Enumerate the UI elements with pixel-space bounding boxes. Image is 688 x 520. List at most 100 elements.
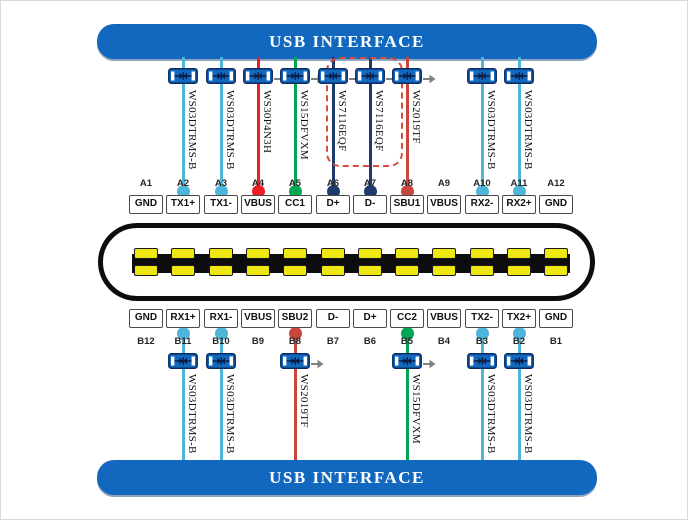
connector-pin-top-4 (246, 248, 270, 259)
connector-pin-top-6 (321, 248, 345, 259)
connector-pin-top-11 (507, 248, 531, 259)
component-label-A2: WS03DTRMS-B (186, 90, 198, 170)
pin-number-A8: A8 (400, 178, 414, 189)
pin-signal-box-B10: RX1- (204, 309, 238, 328)
highlight-box-ws7116eqf (326, 57, 403, 167)
connector-pin-top-5 (283, 248, 307, 259)
signal-direction-arrow-icon-B8 (311, 356, 324, 369)
pin-dot-A7 (363, 184, 377, 198)
connection-line-B2 (517, 333, 521, 462)
esd-component-icon-B2 (504, 353, 534, 369)
esd-component-icon-B3 (467, 353, 497, 369)
pin-dot-A6 (326, 184, 340, 198)
pin-signal-box-A4: VBUS (241, 195, 275, 214)
banner-title-bottom: USB INTERFACE (269, 467, 425, 487)
connector-pin-top-7 (358, 248, 382, 259)
component-label-A7: WS7116EQF (373, 90, 385, 152)
connection-line-A3 (219, 57, 223, 191)
connector-pin-top-9 (432, 248, 456, 259)
pin-number-A2: A2 (176, 178, 190, 189)
connector-pin-bottom-6 (321, 265, 345, 276)
connection-line-B10 (219, 333, 223, 462)
pin-number-A1: A1 (139, 178, 153, 189)
pin-number-A6: A6 (326, 178, 340, 189)
pin-signal-box-A3: TX1- (204, 195, 238, 214)
pin-number-A12: A12 (547, 178, 565, 189)
component-label-A10: WS03DTRMS-B (485, 90, 497, 170)
pin-signal-box-A8: SBU1 (390, 195, 424, 214)
connector-pin-top-12 (544, 248, 568, 259)
connection-line-A8 (405, 57, 409, 191)
connector-pin-bottom-4 (246, 265, 270, 276)
pin-number-B6: B6 (363, 336, 377, 347)
esd-component-icon-B11 (168, 353, 198, 369)
pin-number-B3: B3 (475, 336, 489, 347)
pin-dot-A10 (475, 184, 489, 198)
esd-component-icon-A6 (318, 68, 348, 84)
pin-dot-A5 (288, 184, 302, 198)
pin-signal-box-B6: D+ (353, 309, 387, 328)
pin-signal-box-B9: VBUS (241, 309, 275, 328)
connector-pin-top-10 (470, 248, 494, 259)
connection-line-A5 (293, 57, 297, 191)
esd-component-icon-A3 (206, 68, 236, 84)
pin-signal-box-B7: D- (316, 309, 350, 328)
connection-line-B5 (405, 333, 409, 462)
component-label-A4: WS30P4N3H (261, 90, 273, 154)
pin-dot-A8 (400, 184, 414, 198)
connection-line-A6 (331, 57, 335, 191)
pin-number-B4: B4 (437, 336, 451, 347)
pin-signal-box-B1: GND (539, 309, 573, 328)
connector-pin-bottom-1 (134, 265, 158, 276)
connection-line-B11 (181, 333, 185, 462)
component-label-B8: WS2019TF (298, 374, 310, 428)
component-label-A3: WS03DTRMS-B (224, 90, 236, 170)
connector-pin-bottom-2 (171, 265, 195, 276)
connection-line-B8 (293, 333, 297, 462)
pin-dot-B2 (512, 326, 526, 340)
pin-number-A5: A5 (288, 178, 302, 189)
esd-component-icon-A2 (168, 68, 198, 84)
pin-number-A11: A11 (510, 178, 528, 189)
component-label-A11: WS03DTRMS-B (522, 90, 534, 170)
connector-pin-bottom-7 (358, 265, 382, 276)
connector-pin-bottom-9 (432, 265, 456, 276)
pin-number-A4: A4 (251, 178, 265, 189)
component-label-A6: WS7116EQF (336, 90, 348, 152)
component-label-A8: WS2019TF (410, 90, 422, 144)
pin-signal-box-A6: D+ (316, 195, 350, 214)
pin-number-B5: B5 (400, 336, 414, 347)
pin-dot-A4 (251, 184, 265, 198)
pin-dot-B3 (475, 326, 489, 340)
pin-dot-A2 (176, 184, 190, 198)
pin-dot-B10 (214, 326, 228, 340)
pin-number-B9: B9 (251, 336, 265, 347)
connector-pin-bottom-12 (544, 265, 568, 276)
esd-component-icon-A11 (504, 68, 534, 84)
esd-component-icon-A7 (355, 68, 385, 84)
pin-signal-box-A11: RX2+ (502, 195, 536, 214)
connection-line-A2 (181, 57, 185, 191)
signal-direction-arrow-icon-B5 (423, 356, 436, 369)
pin-dot-A11 (512, 184, 526, 198)
pin-signal-box-B4: VBUS (427, 309, 461, 328)
pin-dot-B5 (400, 326, 414, 340)
connector-pin-bottom-10 (470, 265, 494, 276)
pin-signal-box-B8: SBU2 (278, 309, 312, 328)
pin-signal-box-A12: GND (539, 195, 573, 214)
esd-component-icon-A5 (280, 68, 310, 84)
esd-component-icon-A4 (243, 68, 273, 84)
pin-signal-box-A5: CC1 (278, 195, 312, 214)
pin-signal-box-B12: GND (129, 309, 163, 328)
esd-component-icon-B8 (280, 353, 310, 369)
pin-number-B1: B1 (549, 336, 563, 347)
connection-line-B3 (480, 333, 484, 462)
pin-signal-box-B11: RX1+ (166, 309, 200, 328)
pin-signal-box-B3: TX2- (465, 309, 499, 328)
pin-signal-box-A9: VBUS (427, 195, 461, 214)
esd-component-icon-B5 (392, 353, 422, 369)
connector-pin-bottom-3 (209, 265, 233, 276)
connection-line-A7 (368, 57, 372, 191)
pin-signal-box-A10: RX2- (465, 195, 499, 214)
banner-title-top: USB INTERFACE (269, 31, 425, 51)
